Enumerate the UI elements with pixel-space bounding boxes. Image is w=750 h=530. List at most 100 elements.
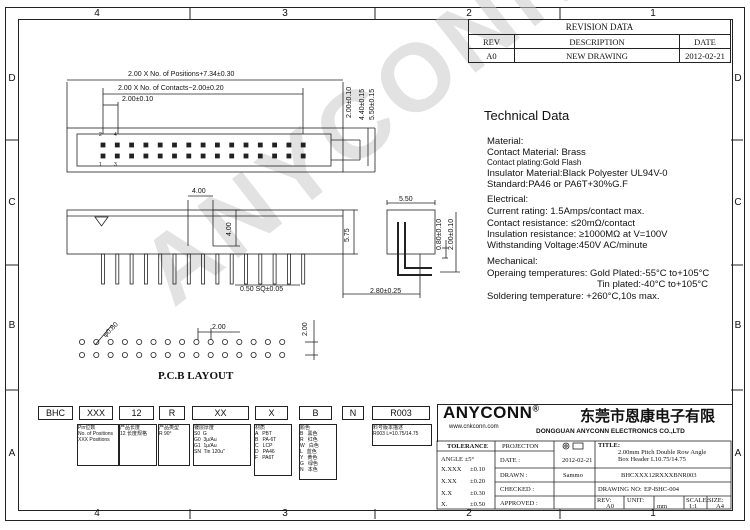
contact-top-view (229, 153, 235, 159)
pcb-hole (236, 351, 243, 358)
pcb-hole (93, 351, 100, 358)
contact-top-view (286, 153, 292, 159)
pcb-hole (264, 351, 271, 358)
tech-line: Contact resistance: ≤20mΩ/contact (487, 218, 636, 229)
pcb-hole (221, 338, 228, 345)
rev-value: A0 (606, 503, 614, 510)
logo-reg: ® (532, 403, 540, 414)
contact-top-view (114, 142, 120, 148)
title-label: TITLE: (598, 442, 621, 449)
dim-pitch: 2.00±0.10 (122, 96, 154, 103)
tolerance-value: ±0.30 (470, 490, 485, 497)
dim-400-h: 4.00 (192, 188, 206, 195)
tolerance-angle: ANGLE ±5° (441, 456, 475, 463)
partcode-box: R003 (372, 406, 430, 420)
contact-top-view (200, 142, 206, 148)
pcb-layout-title: P.C.B LAYOUT (158, 370, 234, 382)
partcode-note: 材质 A PBT B PA-6T C LCP D PA46 F PA6T (254, 424, 292, 476)
dim-280: 2.80±0.25 (370, 288, 402, 295)
zone-bottom-2: 2 (466, 508, 472, 519)
pin-tail (186, 253, 191, 285)
pcb-hole (107, 338, 114, 345)
partcode-box: BHC (38, 406, 73, 420)
pcb-hole (193, 351, 200, 358)
partcode-note: 料号版本描述 R003 L=10.75/14.75 (372, 424, 432, 446)
pin-tail (272, 253, 277, 285)
dim-overall: 2.00 X No. of Positions+7.34±0.30 (128, 71, 235, 78)
dim-550: 5.50 (399, 196, 413, 203)
pcb-hole (136, 338, 143, 345)
pcb-hole (264, 338, 271, 345)
pin-tail (258, 253, 263, 285)
tolerance-key: X.XX (441, 478, 457, 485)
company-logo: ANYCONN® (443, 403, 540, 423)
tolerance-key: X.XXX (441, 466, 462, 473)
pcb-hole (136, 351, 143, 358)
tech-line: Soldering temperature: +260°C,10s max. (487, 291, 660, 302)
angle-pin (404, 222, 432, 269)
size-label: SIZE: (708, 497, 724, 504)
company-cn-name: 东莞市恩康电子有限 (580, 408, 716, 425)
pcb-hole (93, 338, 100, 345)
checked-label: CHECKED : (500, 486, 535, 493)
tech-line: Current rating: 1.5Amps/contact max. (487, 206, 645, 217)
contact-top-view (172, 153, 177, 159)
tech-line: Withstanding Voltage:450V AC/minute (487, 240, 648, 251)
zone-right-C: C (734, 197, 742, 208)
contact-top-view (243, 153, 249, 159)
pcb-hole (221, 351, 228, 358)
pin-tail (244, 253, 248, 285)
pcb-hole (79, 351, 86, 358)
angle-pin (397, 222, 432, 276)
company-website: www.cnkconn.com (449, 424, 499, 430)
tolerance-value: ±0.50 (470, 501, 485, 508)
partcode-box: N (342, 406, 364, 420)
tolerance-key: X. (441, 501, 448, 508)
tech-line: Operaing temperatures: Gold Plated:-55°C… (487, 268, 710, 279)
pcb-hole (193, 338, 200, 345)
contact-top-view (100, 142, 106, 148)
contact-top-view (214, 142, 220, 148)
dim-contacts: 2.00 X No. of Contacts−2.00±0.20 (118, 85, 224, 92)
pcb-hole (79, 338, 86, 345)
tech-line: Electrical: (487, 194, 529, 205)
partcode-note: 镀层厚度 S0 G G0 3μ/Au G1 1μ/Au SN Tin 120u" (193, 424, 251, 466)
zone-right-B: B (734, 320, 742, 331)
pcb-hole (250, 338, 257, 345)
zone-top-1: 1 (650, 8, 656, 19)
dim-pcb-pitch: 2.00 (212, 324, 226, 331)
pin-tail (158, 253, 163, 285)
pin-tail (143, 253, 148, 285)
logo-text: ANYCONN (443, 403, 533, 422)
partcode-note: Pin位数 No. of Positions XXX Positions (77, 424, 119, 466)
contact-top-view (157, 142, 163, 148)
partcode-box: XXX (79, 406, 113, 420)
technical-heading: Technical Data (484, 108, 570, 123)
date-label: DATE : (500, 457, 521, 464)
pin-tail (301, 253, 306, 285)
drawing-no-label: DRAWING NO: (598, 486, 642, 493)
pcb-hole (179, 351, 186, 358)
scale-value: 1:1 (689, 503, 698, 510)
title-line2: Box Header L10.75/14.75 (618, 456, 686, 463)
pin-tail (286, 253, 291, 285)
date-value: 2012-02-21 (562, 457, 593, 464)
partcode-box: XX (192, 406, 249, 420)
zone-left-B: B (8, 320, 16, 331)
pcb-hole (121, 338, 128, 345)
pcb-hole (179, 338, 186, 345)
contact-top-view (257, 142, 263, 148)
tech-line: Contact plating:Gold Flash (487, 158, 582, 167)
pcb-hole (250, 351, 257, 358)
zone-bottom-4: 4 (94, 508, 100, 519)
part-number: BHCXXX12RXXXBNR003 (621, 472, 697, 479)
company-en-name: DONGGUAN ANYCONN ELECTRONICS CO.,LTD (536, 428, 685, 435)
tech-line: Standard:PA46 or PA6T+30%G.F (487, 179, 628, 190)
unit-value: mm (657, 503, 668, 510)
size-value: A4 (716, 503, 724, 510)
pin-tail (229, 253, 234, 285)
zone-right-D: D (734, 73, 742, 84)
tech-line: Mechanical: (487, 256, 538, 267)
pcb-hole (164, 338, 171, 345)
